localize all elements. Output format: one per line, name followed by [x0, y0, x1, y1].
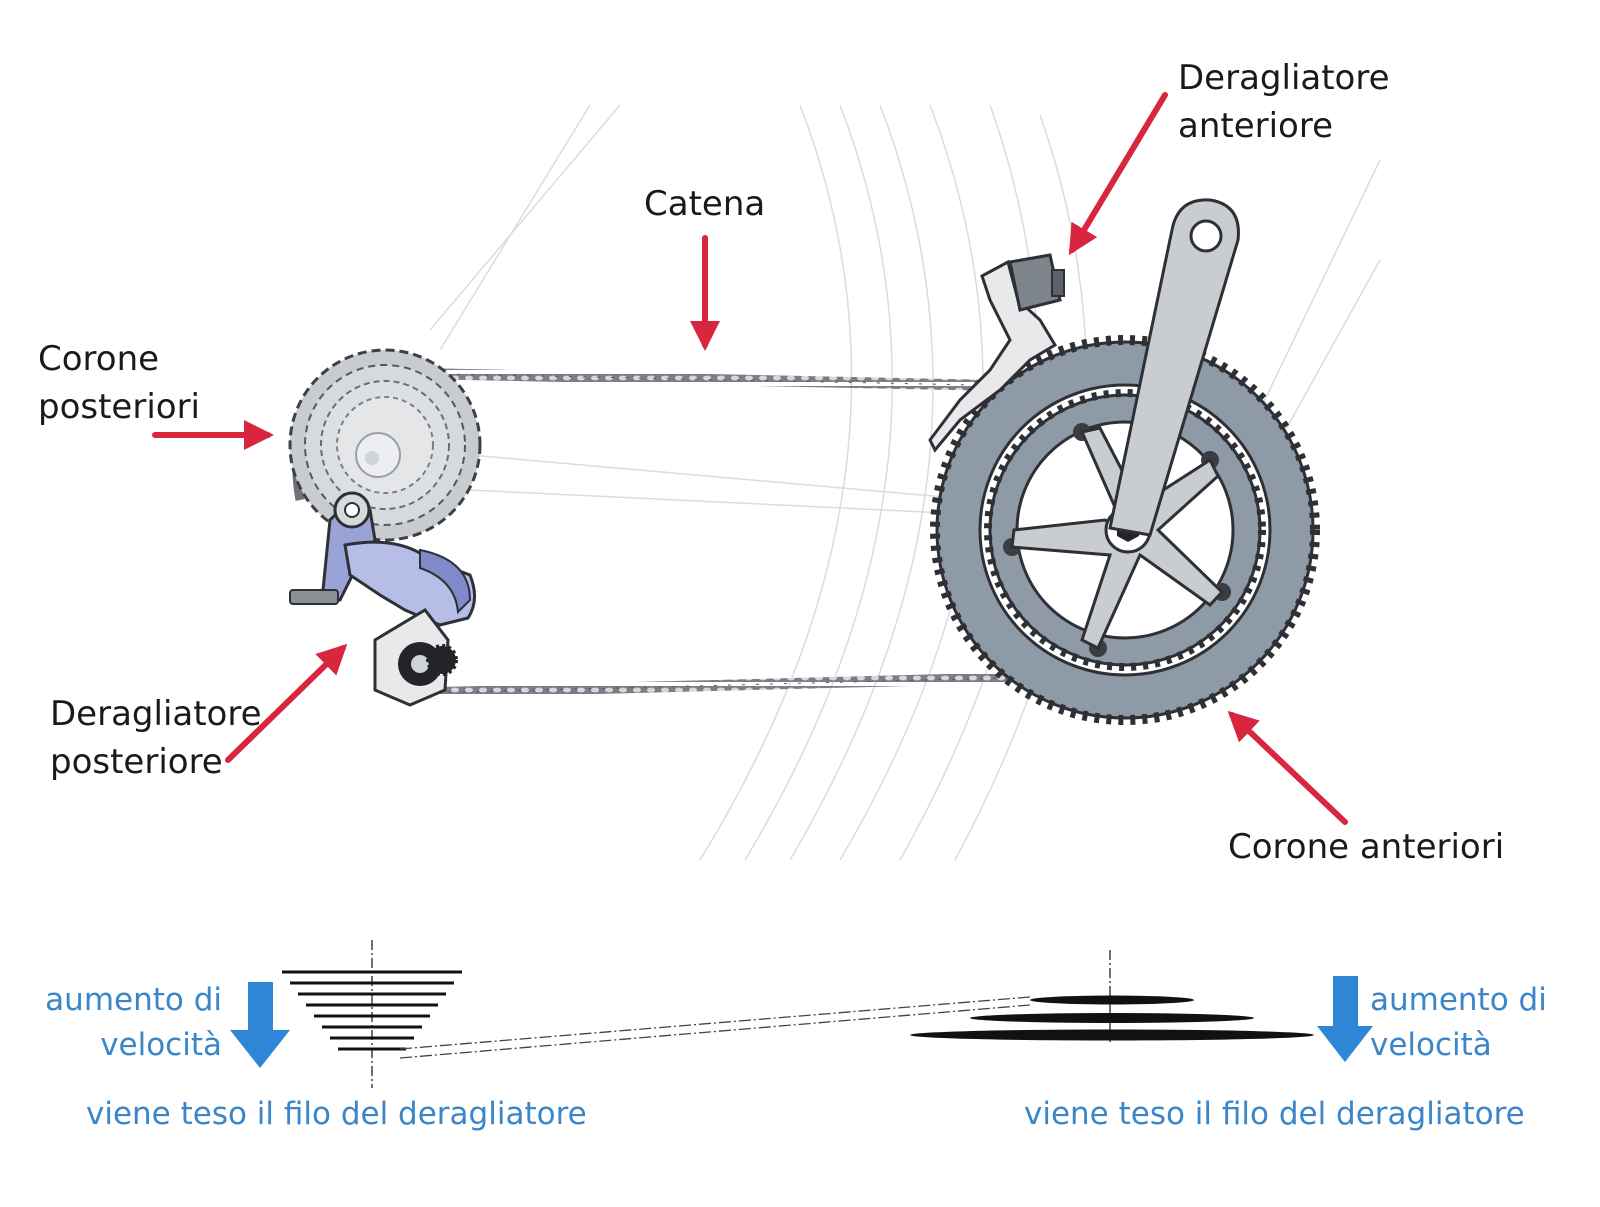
label-chain: Catena: [644, 184, 766, 224]
callout-arrow-icon: [225, 643, 348, 763]
callout-arrow-icon: [1227, 710, 1348, 825]
front-derailleur: [928, 253, 1065, 453]
cable-note-right: viene teso il filo del deragliatore: [1024, 1096, 1525, 1132]
speed-increase-right: aumento di velocità: [1370, 982, 1547, 1063]
schematic-chain-line: [399, 996, 1031, 1059]
label-rear-sprockets: Corone posteriori: [38, 339, 200, 427]
chainring-schematic: [910, 950, 1314, 1042]
cassette-schematic: [282, 940, 462, 1088]
label-front-chainrings: Corone anteriori: [1228, 827, 1505, 867]
callout-arrow-icon: [1068, 92, 1168, 256]
speed-down-arrow-icon: [230, 982, 290, 1068]
rear-cassette: [288, 348, 482, 542]
speed-increase-left: aumento di velocità: [45, 982, 222, 1063]
speed-down-arrow-icon: [1317, 976, 1373, 1062]
rear-derailleur: [289, 491, 476, 707]
cable-note-left: viene teso il filo del deragliatore: [86, 1096, 587, 1132]
label-rear-derailleur: Deragliatore posteriore: [50, 694, 262, 782]
label-front-derailleur: Deragliatore anteriore: [1178, 58, 1390, 146]
crank-arm: [1108, 198, 1240, 537]
callout-arrows: [152, 92, 1348, 825]
